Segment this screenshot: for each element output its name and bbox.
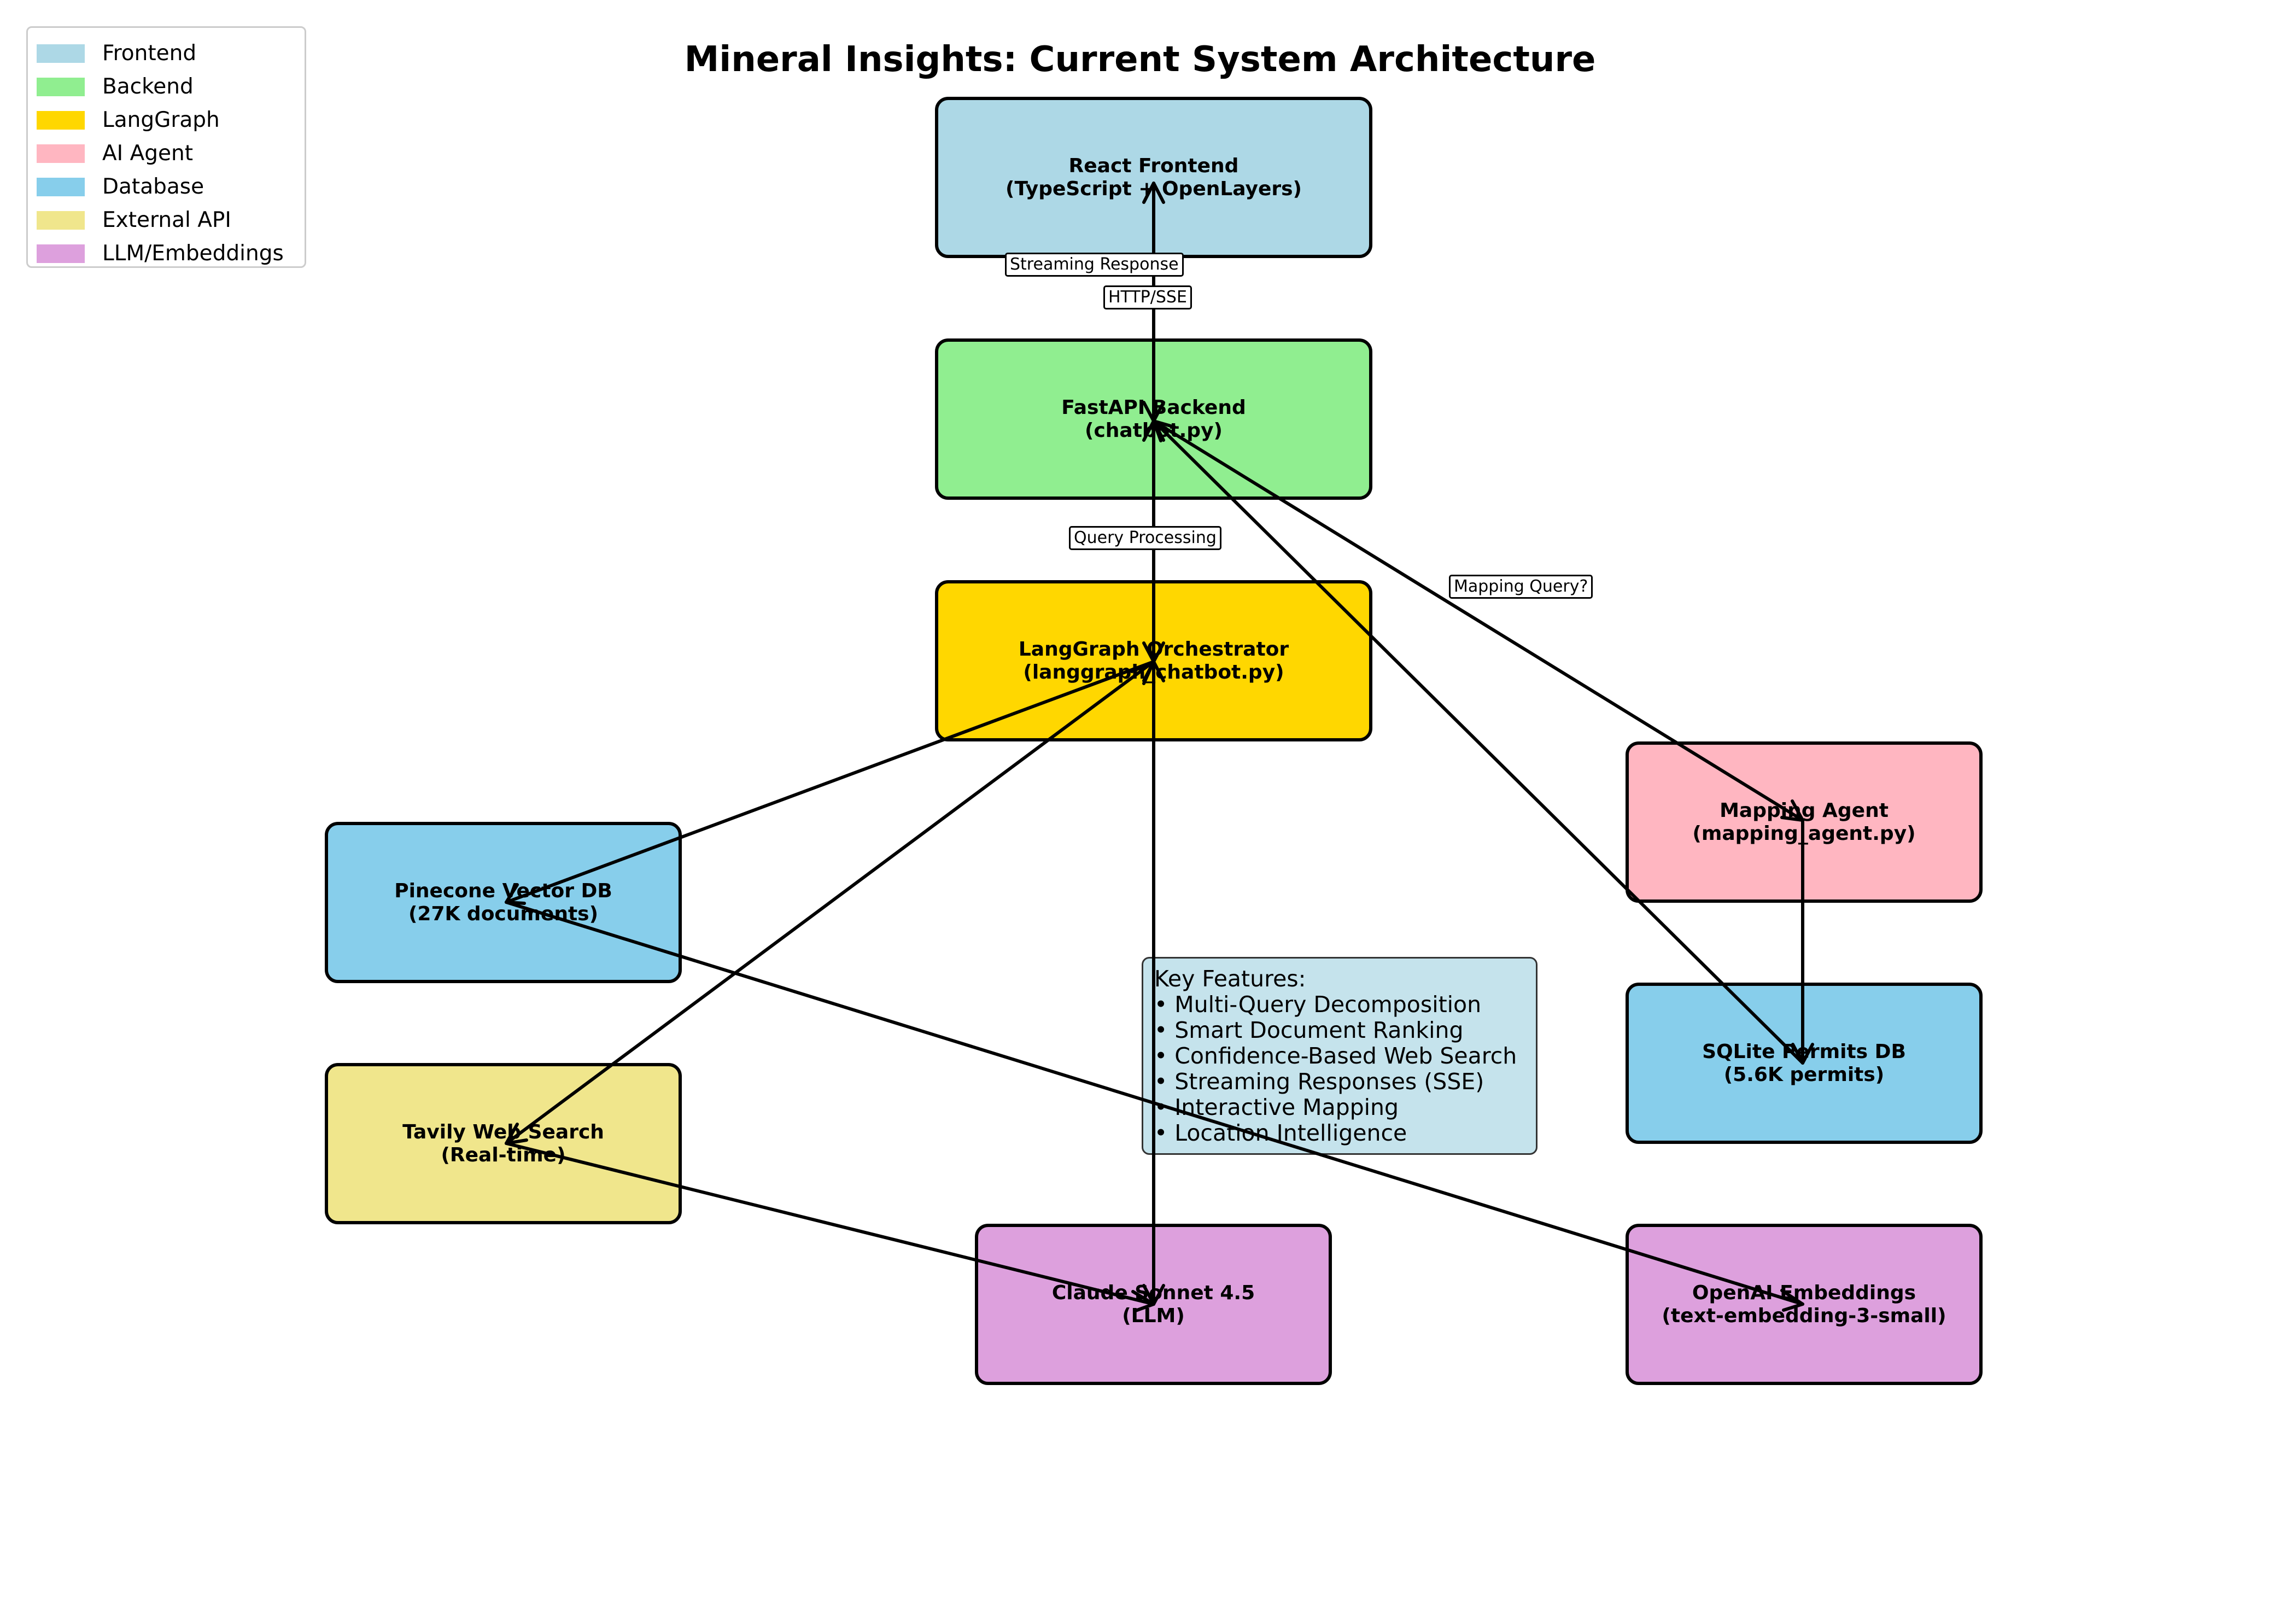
node-title: Pinecone Vector DB [394,879,612,902]
legend-item-external-api: External API [37,203,305,237]
node-pinecone-vector-db: Pinecone Vector DB (27K documents) [325,822,682,983]
legend-item-llm-embeddings: LLM/Embeddings [37,237,305,270]
legend-swatch [37,144,85,163]
edge-label-http-sse: HTTP/SSE [1103,285,1192,309]
node-title: React Frontend [1068,154,1239,177]
legend-label: LLM/Embeddings [102,241,284,266]
legend-swatch [37,44,85,63]
diagram-title: Mineral Insights: Current System Archite… [684,39,1596,80]
node-title: LangGraph Orchestrator [1018,638,1289,661]
legend-label: Backend [102,74,194,99]
legend-label: Database [102,174,204,199]
node-title: FastAPI Backend [1061,396,1246,419]
legend-label: LangGraph [102,108,220,132]
node-subtitle: (5.6K permits) [1723,1063,1885,1086]
node-title: OpenAI Embeddings [1692,1281,1916,1304]
key-features-title: Key Features: [1154,966,1306,992]
node-subtitle: (langgraph_chatbot.py) [1023,661,1284,684]
node-openai-embeddings: OpenAI Embeddings (text-embedding-3-smal… [1626,1224,1983,1385]
node-subtitle: (text-embedding-3-small) [1662,1304,1946,1327]
legend-item-ai-agent: AI Agent [37,137,305,170]
node-subtitle: (Real-time) [441,1143,566,1166]
node-subtitle: (27K documents) [408,902,599,925]
node-subtitle: (LLM) [1122,1304,1185,1327]
legend-swatch [37,110,85,130]
node-sqlite-permits-db: SQLite Permits DB (5.6K permits) [1626,983,1983,1144]
legend-item-backend: Backend [37,70,305,103]
node-subtitle: (chatbot.py) [1084,419,1223,442]
legend-item-langgraph: LangGraph [37,103,305,137]
node-title: Mapping Agent [1720,799,1889,822]
node-title: Claude Sonnet 4.5 [1051,1281,1255,1304]
node-mapping-agent: Mapping Agent (mapping_agent.py) [1626,741,1983,903]
edge-label-query-processing: Query Processing [1069,526,1221,550]
legend-swatch [37,244,85,263]
edge-label-mapping-query: Mapping Query? [1449,575,1593,599]
key-feature-item: • Location Intelligence [1154,1120,1407,1146]
legend-swatch [37,177,85,196]
legend-item-frontend: Frontend [37,37,305,70]
node-claude-sonnet: Claude Sonnet 4.5 (LLM) [975,1224,1332,1385]
node-fastapi-backend: FastAPI Backend (chatbot.py) [935,338,1372,500]
legend: Frontend Backend LangGraph AI Agent Data… [26,26,306,268]
key-feature-item: • Confidence-Based Web Search [1154,1043,1517,1069]
node-subtitle: (mapping_agent.py) [1692,822,1916,845]
legend-item-database: Database [37,170,305,203]
legend-swatch [37,77,85,96]
node-title: SQLite Permits DB [1702,1040,1906,1063]
key-feature-item: • Smart Document Ranking [1154,1017,1464,1043]
node-title: Tavily Web Search [402,1120,604,1143]
legend-label: External API [102,208,231,232]
legend-label: Frontend [102,41,197,66]
node-tavily-web-search: Tavily Web Search (Real-time) [325,1063,682,1224]
key-features-box: Key Features: • Multi-Query Decompositio… [1142,957,1537,1155]
node-langgraph-orchestrator: LangGraph Orchestrator (langgraph_chatbo… [935,580,1372,741]
key-feature-item: • Streaming Responses (SSE) [1154,1068,1484,1095]
key-feature-item: • Interactive Mapping [1154,1094,1399,1120]
node-subtitle: (TypeScript + OpenLayers) [1005,177,1302,200]
legend-swatch [37,211,85,230]
node-react-frontend: React Frontend (TypeScript + OpenLayers) [935,97,1372,258]
legend-label: AI Agent [102,141,194,166]
key-feature-item: • Multi-Query Decomposition [1154,991,1482,1018]
edge-label-streaming-response: Streaming Response [1005,253,1184,277]
